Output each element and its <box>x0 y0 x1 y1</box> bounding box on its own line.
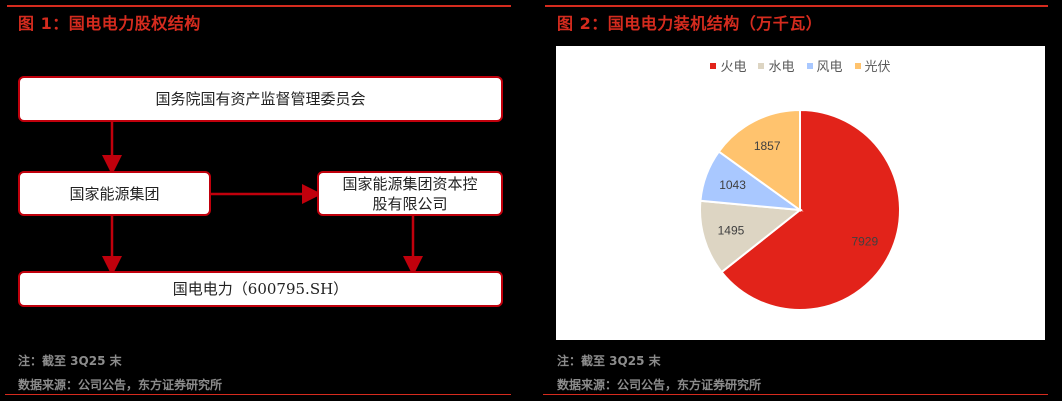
box-sasac: 国务院国有资产监督管理委员会 <box>18 76 503 122</box>
left-bottom-rule <box>5 394 511 395</box>
figure-2-title: 图 2：国电电力装机结构（万千瓦） <box>557 14 823 33</box>
right-source: 数据来源：公司公告，东方证券研究所 <box>557 378 762 392</box>
left-source: 数据来源：公司公告，东方证券研究所 <box>18 378 223 392</box>
legend-item-thermal[interactable]: 火电 <box>710 56 746 75</box>
legend-swatch-thermal <box>710 62 717 69</box>
pie-chart: 7929 1495 1043 1857 <box>699 108 901 311</box>
right-note: 注：截至 3Q25 末 <box>557 354 661 368</box>
org-chart-connectors <box>102 120 423 276</box>
legend-item-solar[interactable]: 光伏 <box>854 56 891 75</box>
left-top-rule <box>7 5 511 7</box>
pie-slice-hydro[interactable] <box>699 199 803 274</box>
legend-label-solar: 光伏 <box>864 60 891 75</box>
pie-chart-panel: 火电 水电 风电 光伏 7929 1495 1043 1857 <box>556 46 1045 340</box>
legend-swatch-hydro <box>758 62 765 69</box>
chart-legend: 火电 水电 风电 光伏 <box>556 56 1045 75</box>
legend-label-hydro: 水电 <box>768 60 795 75</box>
right-bottom-rule <box>543 394 1048 395</box>
box-capital-holding: 国家能源集团资本控股有限公司 <box>317 171 503 216</box>
figure-1-title: 图 1：国电电力股权结构 <box>18 14 201 33</box>
pie-label-solar: 1857 <box>754 139 781 153</box>
legend-label-thermal: 火电 <box>720 60 747 75</box>
box-gd-power: 国电电力（600795.SH） <box>18 271 503 307</box>
legend-swatch-wind <box>806 62 813 69</box>
box-capital-holding-label: 国家能源集团资本控股有限公司 <box>342 174 478 213</box>
pie-slice-thermal[interactable] <box>720 108 901 311</box>
pie-label-hydro: 1495 <box>718 224 745 238</box>
left-note: 注：截至 3Q25 末 <box>18 354 122 368</box>
legend-swatch-solar <box>854 62 861 69</box>
legend-label-wind: 风电 <box>816 60 843 75</box>
box-energy-group: 国家能源集团 <box>18 171 211 216</box>
legend-item-wind[interactable]: 风电 <box>806 56 843 75</box>
pie-slice-solar[interactable] <box>717 108 801 212</box>
right-top-rule <box>545 5 1048 7</box>
pie-label-wind: 1043 <box>719 178 746 192</box>
legend-item-hydro[interactable]: 水电 <box>758 56 795 75</box>
pie-label-thermal: 7929 <box>851 234 878 248</box>
